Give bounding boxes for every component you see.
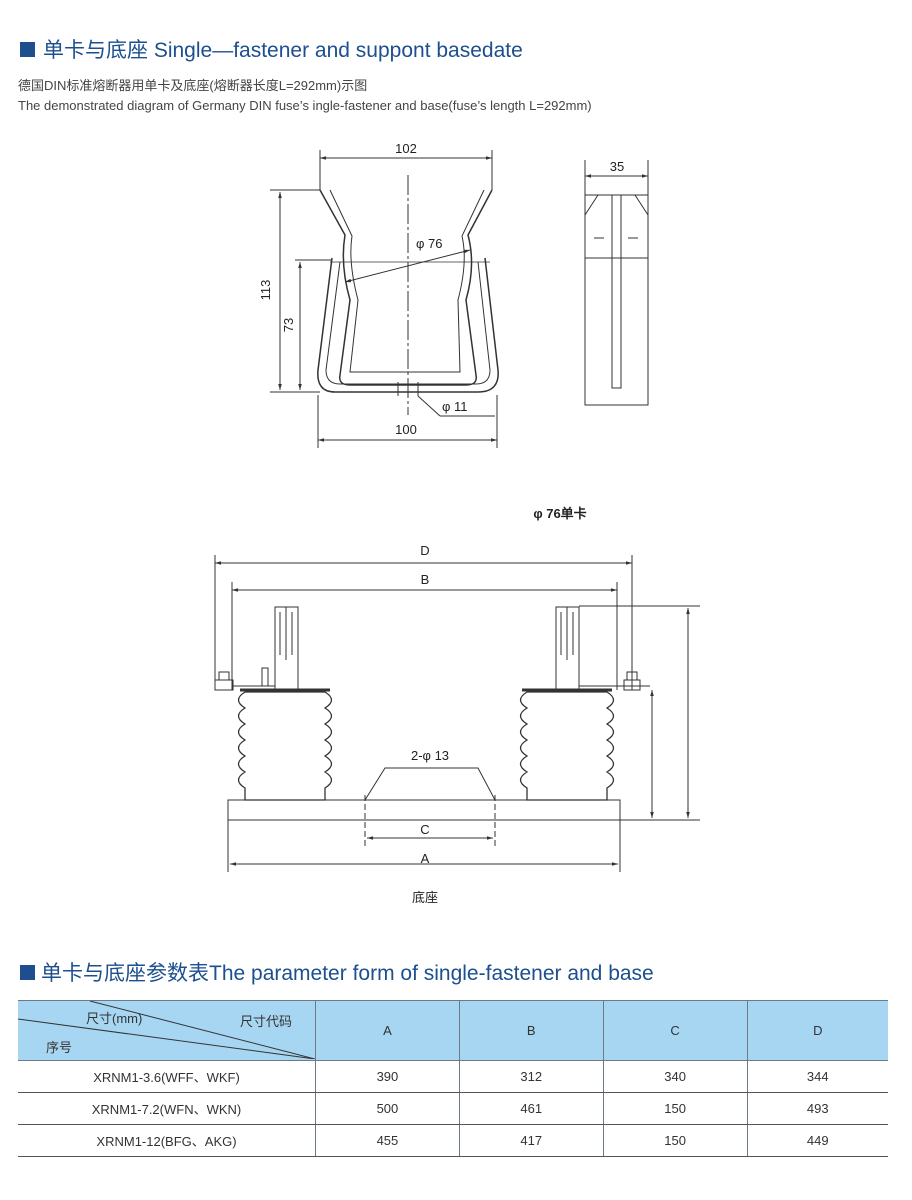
parameter-table: 尺寸(mm) 尺寸代码 序号 A B C D XRNM1-3.6(WFF、WKF… (18, 1000, 888, 1157)
model-cell: XRNM1-3.6(WFF、WKF) (18, 1060, 316, 1093)
column-header: C (602, 1000, 748, 1061)
value-cell: 417 (458, 1124, 604, 1157)
dim-102: 102 (395, 141, 417, 156)
table-header-row: 尺寸(mm) 尺寸代码 序号 A B C D (18, 1000, 888, 1061)
base-drawing (214, 555, 700, 872)
table-title: 单卡与底座参数表The parameter form of single-fas… (20, 957, 654, 987)
dim-73: 73 (281, 318, 296, 332)
dim-d: D (420, 543, 429, 558)
dim-holes: 2-φ 13 (411, 748, 449, 763)
section-title: 单卡与底座 Single—fastener and suppont baseda… (20, 34, 523, 64)
dim-100: 100 (395, 422, 417, 437)
base-caption: 底座 (412, 890, 438, 905)
value-cell: 150 (602, 1124, 748, 1157)
model-cell: XRNM1-7.2(WFN、WKN) (18, 1092, 316, 1125)
clip-side-view (584, 160, 649, 406)
dim-c: C (420, 822, 429, 837)
subtitle-cn: 德国DIN标准熔断器用单卡及底座(熔断器长度L=292mm)示图 (18, 78, 368, 93)
value-cell: 461 (458, 1092, 604, 1125)
table-row: XRNM1-7.2(WFN、WKN) 500 461 150 493 (18, 1092, 888, 1125)
table-title-text: 单卡与底座参数表The parameter form of single-fas… (41, 962, 654, 985)
corner-label-code: 尺寸代码 (240, 1014, 293, 1029)
square-bullet-icon (20, 41, 35, 57)
column-header: D (746, 1000, 888, 1061)
value-cell: 493 (746, 1092, 888, 1125)
clip-front-view (270, 150, 499, 448)
subtitle-en: The demonstrated diagram of Germany DIN … (18, 98, 592, 113)
square-bullet-icon (20, 964, 35, 980)
corner-diagonals (18, 1001, 315, 1059)
dim-35: 35 (610, 159, 624, 174)
dim-a: A (421, 851, 430, 866)
value-cell: 312 (458, 1060, 604, 1093)
dim-phi11: φ 11 (442, 399, 468, 414)
table-row: XRNM1-3.6(WFF、WKF) 390 312 340 344 (18, 1060, 888, 1093)
section-title-text: 单卡与底座 Single—fastener and suppont baseda… (43, 39, 523, 62)
corner-label-serial: 序号 (46, 1040, 73, 1055)
column-header: B (458, 1000, 604, 1061)
table-row: XRNM1-12(BFG、AKG) 455 417 150 449 (18, 1124, 888, 1157)
clip-caption: φ 76单卡 (533, 506, 586, 521)
value-cell: 390 (315, 1060, 460, 1093)
value-cell: 344 (746, 1060, 888, 1093)
dim-b: B (421, 572, 430, 587)
value-cell: 340 (602, 1060, 748, 1093)
value-cell: 500 (315, 1092, 460, 1125)
value-cell: 455 (315, 1124, 460, 1157)
value-cell: 449 (746, 1124, 888, 1157)
value-cell: 150 (602, 1092, 748, 1125)
corner-cell: 尺寸(mm) 尺寸代码 序号 (18, 1000, 316, 1061)
corner-label-size: 尺寸(mm) (86, 1011, 143, 1026)
technical-drawings: 102 113 73 φ 76 φ 11 100 35 φ 76单卡 (214, 141, 700, 905)
dim-113: 113 (258, 280, 273, 301)
column-header: A (315, 1000, 460, 1061)
model-cell: XRNM1-12(BFG、AKG) (18, 1124, 316, 1157)
dim-phi76: φ 76 (416, 236, 443, 251)
